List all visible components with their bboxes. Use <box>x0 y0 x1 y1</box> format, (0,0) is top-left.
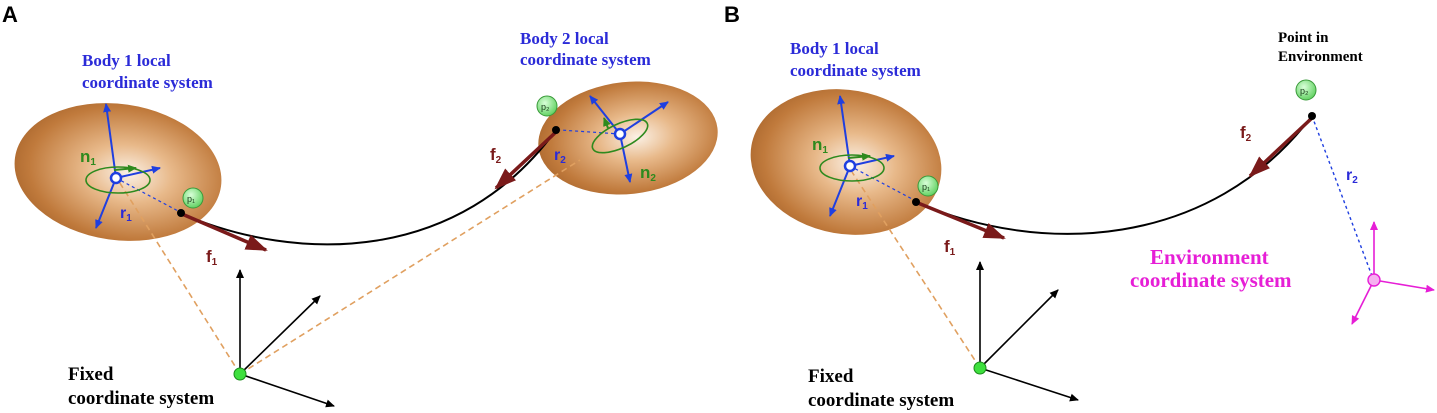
panel-letter-b: B <box>724 2 740 27</box>
r1-b-label: r1 <box>856 193 868 212</box>
n1-b-label: n1 <box>812 135 828 156</box>
body1-b-label-line2: coordinate system <box>790 61 921 80</box>
p2-b-label: p₂ <box>1300 86 1309 96</box>
body1-ellipse <box>14 103 222 241</box>
fixed-b-label-line1: Fixed <box>808 366 854 387</box>
force-f1-b-arrow <box>917 201 1006 240</box>
n2-label: n2 <box>640 163 656 184</box>
fixed-label-line1: Fixed <box>68 364 114 385</box>
attach-point-p1-b <box>912 198 920 206</box>
env-cs-label-line2: coordinate system <box>1130 268 1292 292</box>
env-cs-label-line1: Environment <box>1150 245 1269 269</box>
dashed-origin-body2 <box>239 159 581 375</box>
r1-label: r1 <box>120 205 132 224</box>
p1-label: p₁ <box>187 194 195 204</box>
fixed-label-line2: coordinate system <box>68 388 214 409</box>
panel-b: B Body 1 local coordinate system Point i… <box>724 2 1435 411</box>
force-f1-arrow <box>181 212 268 252</box>
f2-b-label: f2 <box>1240 123 1252 144</box>
r2-label: r2 <box>554 147 566 166</box>
body2-label-line2: coordinate system <box>520 50 651 69</box>
p1-marker <box>182 187 204 209</box>
r2-b-label: r2 <box>1346 167 1358 186</box>
f1-b-label: f1 <box>944 237 956 258</box>
force-f2-arrow <box>494 130 558 190</box>
fixed-b-label-line2: coordinate system <box>808 390 954 411</box>
dashed-origin-body1 <box>117 179 241 375</box>
panel-letter-a: A <box>2 2 18 27</box>
attach-point-p2 <box>552 126 560 134</box>
p1-b-label: p₁ <box>922 182 930 192</box>
environment-axes <box>1351 221 1435 325</box>
force-f2-b-arrow <box>1248 116 1314 178</box>
body1-b-label-line1: Body 1 local <box>790 39 879 58</box>
p2-label: p₂ <box>541 102 550 112</box>
f2-label: f2 <box>490 145 502 166</box>
fixed-axes-a <box>233 269 335 408</box>
env-point-p2 <box>1308 112 1316 120</box>
attach-point-p1 <box>177 209 185 217</box>
n1-label: n1 <box>80 147 96 168</box>
env-point-label-line1: Point in <box>1278 30 1329 46</box>
body1-axes <box>85 103 181 229</box>
body1-label-line1: Body 1 local <box>82 51 171 70</box>
body2-ellipse <box>538 81 718 195</box>
p1-b-marker <box>917 175 939 197</box>
body1-label-line2: coordinate system <box>82 73 213 92</box>
f1-label: f1 <box>206 247 218 268</box>
body1-b-axes <box>819 95 915 217</box>
p2-b-marker <box>1295 79 1317 101</box>
dashed-origin-body1-b <box>851 171 981 369</box>
fixed-axes-b <box>973 261 1079 402</box>
panel-a: A Body 1 local coordinate system Body 2 … <box>2 2 718 409</box>
p2-marker <box>536 95 558 117</box>
r2-b-dashed <box>1311 115 1373 277</box>
body2-axes <box>559 95 669 183</box>
env-point-label-line2: Environment <box>1278 49 1363 65</box>
cable-curve <box>179 129 557 246</box>
body2-label-line1: Body 2 local <box>520 29 609 48</box>
